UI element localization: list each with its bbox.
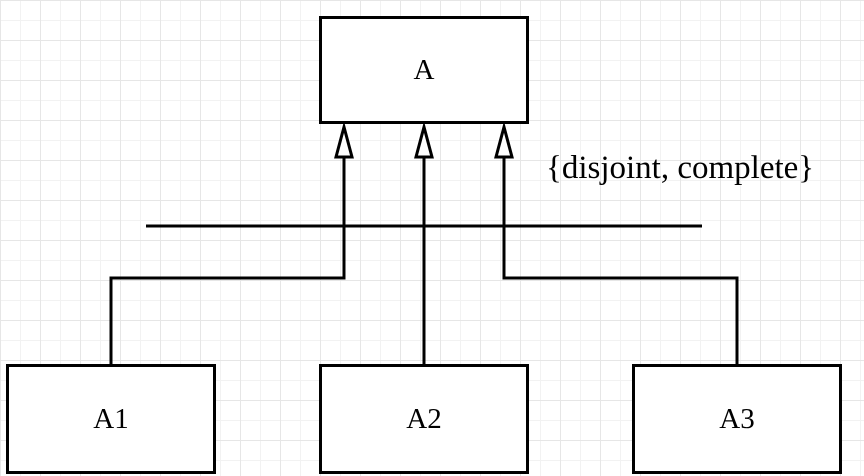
class-box-a2[interactable]: A2 xyxy=(319,364,529,474)
connector-a1-to-a xyxy=(109,157,346,364)
constraint-label: {disjoint, complete} xyxy=(546,150,815,186)
class-box-a1[interactable]: A1 xyxy=(6,364,216,474)
class-label-a1: A1 xyxy=(93,402,129,435)
arrowhead-a3 xyxy=(494,121,514,159)
class-label-a: A xyxy=(413,53,435,86)
connector-a3-to-a xyxy=(502,157,739,364)
class-box-a3[interactable]: A3 xyxy=(632,364,842,474)
class-label-a2: A2 xyxy=(406,402,442,435)
arrowhead-a1 xyxy=(334,121,354,159)
class-label-a3: A3 xyxy=(719,402,755,435)
class-box-a[interactable]: A xyxy=(319,16,529,124)
arrowhead-a2 xyxy=(414,121,434,159)
